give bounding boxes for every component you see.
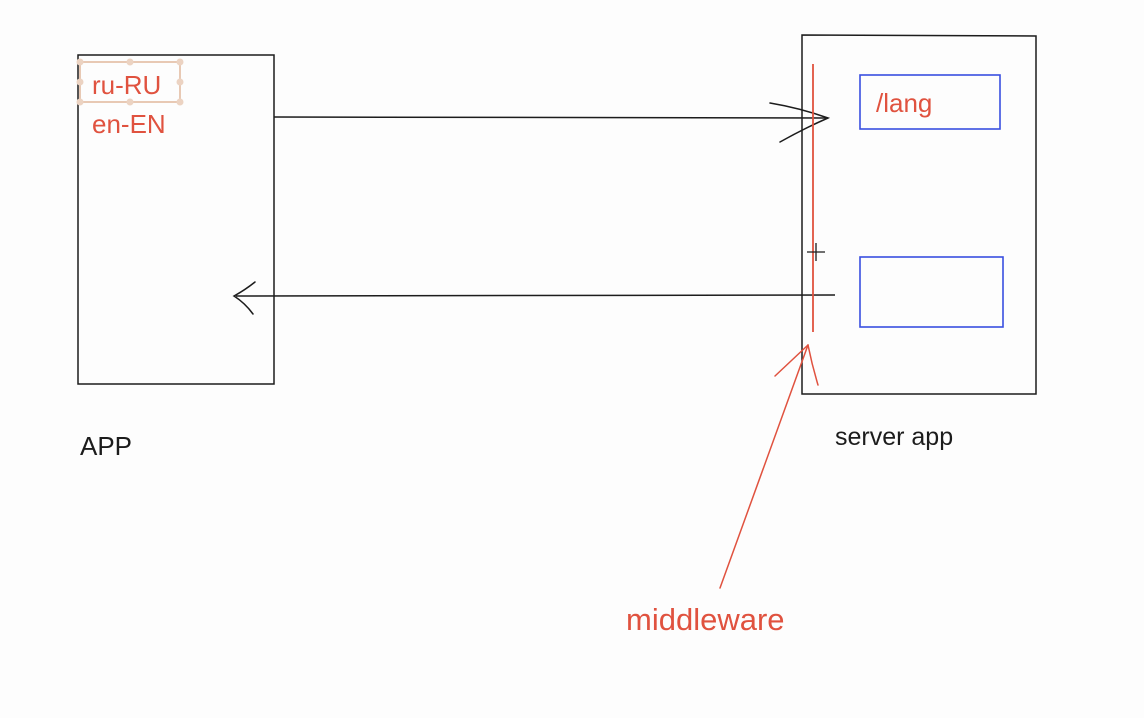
language-item-en: en-EN	[92, 109, 166, 139]
response-arrow	[232, 281, 836, 315]
request-arrow	[273, 102, 831, 143]
app-title: APP	[80, 431, 133, 461]
lang-route-label: /lang	[876, 88, 933, 118]
server-app-title: server app	[835, 423, 954, 451]
crosshair-cursor-icon	[807, 243, 825, 261]
lang-route-box	[859, 74, 1001, 130]
text-selection-frame	[76, 58, 184, 106]
middleware-annotation	[719, 64, 819, 589]
middleware-label: middleware	[626, 602, 785, 637]
response-route-box	[859, 256, 1004, 328]
language-item-ru: ru-RU	[92, 70, 162, 100]
server-box	[801, 34, 1037, 395]
app-box	[77, 54, 275, 385]
